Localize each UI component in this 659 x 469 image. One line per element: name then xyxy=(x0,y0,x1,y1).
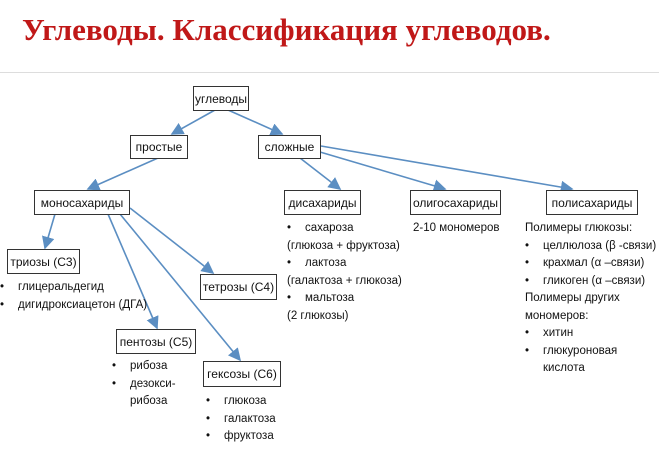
node-poly: полисахариды xyxy=(546,190,638,215)
arrow xyxy=(227,109,284,136)
oligo-note: 2-10 мономеров xyxy=(413,222,500,234)
list-item: галактоза xyxy=(206,411,276,429)
node-pentoses: пентозы (С5) xyxy=(116,329,196,354)
list-item: дигидроксиацетон (ДГА) xyxy=(0,297,147,315)
list-note: (глюкоза + фруктоза) xyxy=(287,239,400,252)
node-trioses: триозы (С3) xyxy=(7,249,80,274)
list-item: гликоген (α –связи) xyxy=(525,273,656,291)
list-item: крахмал (α –связи) xyxy=(525,255,656,273)
node-simple: простые xyxy=(130,135,188,159)
list-item: хитин xyxy=(525,325,656,343)
list-heading: мономеров: xyxy=(525,309,589,322)
list-item: сахароза xyxy=(287,220,402,238)
list-note: (галактоза + глюкоза) xyxy=(287,274,402,287)
list-item: глюкуроновая xyxy=(525,343,656,361)
arrow xyxy=(319,151,447,192)
list-item-cont: кислота xyxy=(543,362,585,374)
list-item: мальтоза xyxy=(287,290,402,308)
arrow xyxy=(129,207,215,274)
list-item: лактоза xyxy=(287,255,402,273)
list-item: дезокси- xyxy=(112,376,176,394)
node-tetroses: тетрозы (С4) xyxy=(200,274,277,300)
node-complex: сложные xyxy=(258,135,321,159)
arrow xyxy=(299,157,342,190)
arrow xyxy=(107,213,159,330)
node-di: дисахариды xyxy=(284,190,361,215)
pentoses-list: рибоза дезокси- рибоза xyxy=(112,358,176,411)
list-item-cont: рибоза xyxy=(130,395,168,407)
page-title: Углеводы. Классификация углеводов. xyxy=(22,12,551,47)
arrow xyxy=(119,213,242,362)
node-oligo: олигосахариды xyxy=(410,190,501,215)
list-item: целлюлоза (β -связи) xyxy=(525,238,656,256)
node-hexoses: гексозы (С6) xyxy=(203,361,281,387)
arrow xyxy=(42,213,56,250)
list-item: фруктоза xyxy=(206,428,276,446)
hexoses-list: глюкоза галактоза фруктоза xyxy=(206,393,276,446)
arrow xyxy=(320,145,574,194)
list-note: (2 глюкозы) xyxy=(287,309,349,322)
list-heading: Полимеры глюкозы: xyxy=(525,222,633,234)
list-item: рибоза xyxy=(112,358,176,376)
trioses-list: глицеральдегид дигидроксиацетон (ДГА) xyxy=(0,279,147,314)
node-root: углеводы xyxy=(193,86,249,111)
arrow xyxy=(86,157,159,191)
divider xyxy=(0,72,659,73)
list-item: глицеральдегид xyxy=(0,279,147,297)
list-heading: Полимеры других xyxy=(525,292,620,304)
node-mono: моносахариды xyxy=(34,190,130,215)
arrow xyxy=(170,109,216,135)
list-item: глюкоза xyxy=(206,393,276,411)
di-list: сахароза (глюкоза + фруктоза) лактоза (г… xyxy=(287,220,402,325)
poly-list: Полимеры глюкозы: целлюлоза (β -связи) к… xyxy=(525,220,656,378)
